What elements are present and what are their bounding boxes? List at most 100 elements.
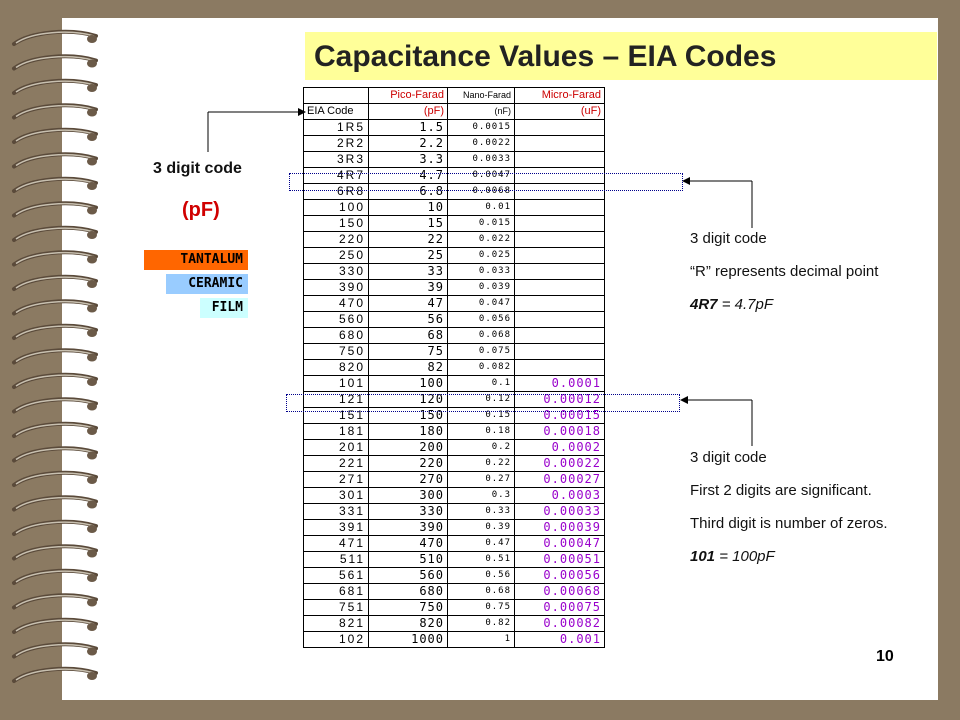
- uf-cell: 0.00068: [514, 583, 605, 600]
- eia-code-cell: 3R3: [303, 151, 369, 168]
- spiral-ring-icon: [12, 617, 98, 634]
- nf-cell: 0.01: [447, 199, 515, 216]
- nf-cell: 0.47: [447, 535, 515, 552]
- spiral-ring-icon: [12, 152, 98, 169]
- uf-cell: [514, 279, 605, 296]
- pf-cell: 68: [368, 327, 448, 344]
- uf-cell: 0.001: [514, 631, 605, 648]
- pf-cell: 750: [368, 599, 448, 616]
- eia-code-cell: 150: [303, 215, 369, 232]
- pf-cell: 1.5: [368, 119, 448, 136]
- nf-cell: 0.068: [447, 327, 515, 344]
- nf-cell: 0.025: [447, 247, 515, 264]
- page-number: 10: [876, 648, 894, 665]
- uf-cell: 0.00082: [514, 615, 605, 632]
- uf-cell: [514, 135, 605, 152]
- pf-cell: 33: [368, 263, 448, 280]
- nf-cell: 0.39: [447, 519, 515, 536]
- pf-cell: 470: [368, 535, 448, 552]
- eia-code-cell: 511: [303, 551, 369, 568]
- spiral-ring-icon: [12, 274, 98, 291]
- eia-code-cell: 250: [303, 247, 369, 264]
- spiral-ring-icon: [12, 29, 98, 46]
- eia-code-cell: 6R8: [303, 183, 369, 200]
- nf-cell: 0.33: [447, 503, 515, 520]
- nf-cell: 0.3: [447, 487, 515, 504]
- nf-cell: 0.022: [447, 231, 515, 248]
- nf-cell: 0.51: [447, 551, 515, 568]
- eia-code-cell: 681: [303, 583, 369, 600]
- eia-code-cell: 821: [303, 615, 369, 632]
- eia-code-cell: 221: [303, 455, 369, 472]
- badge-ceramic: CERAMIC: [166, 274, 248, 294]
- note1-line1: 3 digit code: [690, 230, 767, 247]
- pf-cell: 39: [368, 279, 448, 296]
- pf-cell: 47: [368, 295, 448, 312]
- nf-cell: 0.1: [447, 375, 515, 392]
- spiral-ring-icon: [12, 176, 98, 193]
- spiral-ring-icon: [12, 397, 98, 414]
- eia-code-cell: 561: [303, 567, 369, 584]
- nf-cell: 0.0015: [447, 119, 515, 136]
- nf-cell: 0.056: [447, 311, 515, 328]
- pf-cell: 820: [368, 615, 448, 632]
- badge-film: FILM: [200, 298, 248, 318]
- eia-code-cell: 2R2: [303, 135, 369, 152]
- uf-cell: 0.00047: [514, 535, 605, 552]
- note2-example: 101 = 100pF: [690, 548, 775, 565]
- spiral-ring-icon: [12, 519, 98, 536]
- note2-example-value: 100pF: [732, 548, 775, 565]
- spiral-ring-icon: [12, 250, 98, 267]
- note2-line1: 3 digit code: [690, 449, 767, 466]
- uf-cell: 0.00018: [514, 423, 605, 440]
- eia-code-cell: 220: [303, 231, 369, 248]
- eia-code-cell: 680: [303, 327, 369, 344]
- nf-cell: 0.039: [447, 279, 515, 296]
- eia-code-cell: 391: [303, 519, 369, 536]
- nf-cell: 0.0033: [447, 151, 515, 168]
- spiral-ring-icon: [12, 103, 98, 120]
- note2-example-code: 101: [690, 548, 716, 565]
- spiral-ring-icon: [12, 348, 98, 365]
- uf-cell: 0.00022: [514, 455, 605, 472]
- uf-cell: [514, 311, 605, 328]
- pf-cell: 10: [368, 199, 448, 216]
- eia-code-cell: 820: [303, 359, 369, 376]
- highlight-4r7-row: [289, 173, 683, 191]
- eia-code-cell: 750: [303, 343, 369, 360]
- eia-code-cell: 560: [303, 311, 369, 328]
- nf-cell: 0.75: [447, 599, 515, 616]
- header-pico: Pico-Farad: [368, 87, 448, 104]
- nf-cell: 0.18: [447, 423, 515, 440]
- uf-cell: [514, 327, 605, 344]
- eia-code-cell: 102: [303, 631, 369, 648]
- spiral-ring-icon: [12, 78, 98, 95]
- uf-cell: [514, 151, 605, 168]
- uf-cell: [514, 343, 605, 360]
- header-uf-unit: (uF): [514, 103, 605, 120]
- note1-example: 4R7 = 4.7pF: [690, 296, 773, 313]
- nf-cell: 0.22: [447, 455, 515, 472]
- nf-cell: 0.56: [447, 567, 515, 584]
- eia-code-cell: 751: [303, 599, 369, 616]
- uf-cell: 0.0003: [514, 487, 605, 504]
- eia-code-cell: 271: [303, 471, 369, 488]
- pf-cell: 510: [368, 551, 448, 568]
- spiral-ring-icon: [12, 299, 98, 316]
- pf-cell: 330: [368, 503, 448, 520]
- nf-cell: 0.27: [447, 471, 515, 488]
- pf-cell: 270: [368, 471, 448, 488]
- uf-cell: [514, 295, 605, 312]
